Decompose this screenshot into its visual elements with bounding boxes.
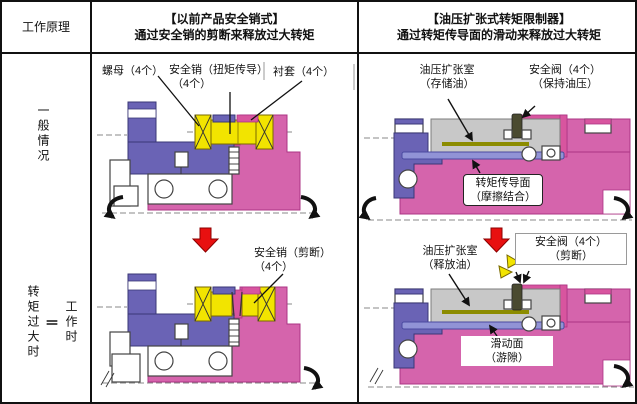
hydraulic-diagram-released bbox=[364, 254, 634, 388]
valve-sheared-callout: 安全阀（4个） （剪断） bbox=[515, 233, 627, 265]
column-divider-2 bbox=[357, 2, 359, 402]
header-principle-label: 工作原理 bbox=[21, 20, 70, 34]
rotation-arrow-icon bbox=[300, 195, 321, 219]
header-new-subtitle: 通过转矩传导面的滑动来释放过大转矩 bbox=[396, 28, 601, 42]
column-divider-1 bbox=[90, 2, 92, 402]
header-hydraulic-limiter: 【油压扩张式转矩限制器】 通过转矩传导面的滑动来释放过大转矩 bbox=[359, 2, 635, 52]
hydraulic-diagram-engaged bbox=[359, 98, 634, 221]
nut-label: 螺母（4个） bbox=[102, 65, 164, 77]
red-down-arrow-icon bbox=[482, 227, 511, 253]
red-down-arrow-icon bbox=[191, 227, 220, 253]
rotation-arrow-icon bbox=[303, 366, 324, 390]
safety-pin-diagrams bbox=[97, 62, 355, 390]
torque-surface-callout: 转矩传导面 （摩擦结合） bbox=[463, 174, 543, 206]
header-old-title: 【以前产品安全销式】 bbox=[164, 12, 285, 26]
equals-sign: ＝ bbox=[45, 314, 59, 331]
bushing-label: 衬套（4个） bbox=[273, 66, 335, 78]
pin-diagram-normal bbox=[97, 62, 355, 219]
rotation-arrow-icon bbox=[613, 364, 634, 388]
safety-pin-sheared-label: 安全销（剪断） （4个） bbox=[254, 247, 331, 273]
rotation-arrow-icon bbox=[359, 196, 377, 220]
header-new-title: 【油压扩张式转矩限制器】 bbox=[426, 12, 571, 26]
hydraulic-diagrams bbox=[359, 98, 634, 388]
header-old-subtitle: 通过安全销的剪断来释放过大转矩 bbox=[134, 28, 315, 42]
sliding-surface-callout: 滑动面 （游隙） bbox=[461, 336, 553, 366]
oil-spray-icon bbox=[498, 254, 532, 284]
valve-keep-label: 安全阀（4个） （保持油压） bbox=[528, 64, 602, 90]
rotation-arrow-icon bbox=[103, 195, 124, 219]
header-divider bbox=[2, 52, 635, 54]
header-old-product: 【以前产品安全销式】 通过安全销的剪断来释放过大转矩 bbox=[92, 2, 357, 52]
safety-pin-transmission-label: 安全销（扭矩传导） （4个） bbox=[169, 64, 268, 90]
pin-diagram-sheared bbox=[97, 273, 324, 390]
rotation-arrow-icon bbox=[613, 196, 634, 220]
row-label-working: 工作时 bbox=[64, 300, 78, 345]
chamber-store-label: 油压扩张室 （存储油） bbox=[419, 64, 475, 90]
row-label-normal-case: 一般情况 bbox=[36, 104, 50, 164]
safety-pin-intact bbox=[194, 114, 274, 150]
row-label-overload: 转矩过大时 bbox=[26, 285, 40, 360]
header-principle: 工作原理 bbox=[2, 2, 90, 52]
row-label-overload-group: 转矩过大时 ＝ 工作时 bbox=[26, 285, 78, 360]
chamber-release-label: 油压扩张室 （释放油） bbox=[422, 245, 478, 271]
